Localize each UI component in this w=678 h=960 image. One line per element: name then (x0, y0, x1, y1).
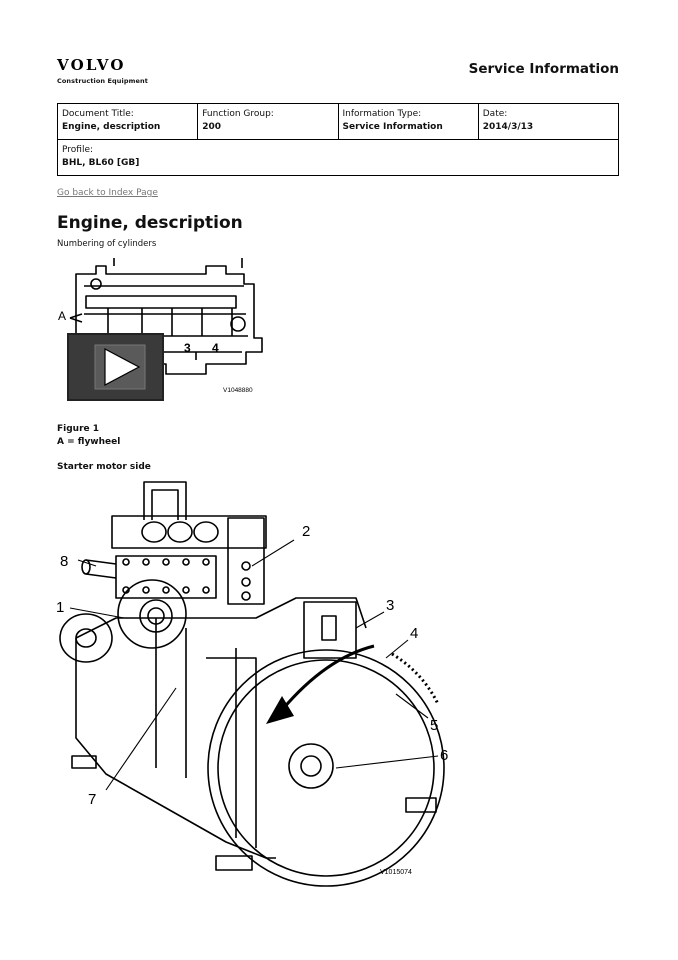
information-type-cell: Information Type: Service Information (337, 104, 478, 139)
brand-subtitle: Construction Equipment (57, 77, 148, 85)
figure1-caption: Figure 1 A = flywheel (57, 423, 120, 449)
callout-3: 3 (386, 597, 394, 614)
callout-4: 4 (410, 625, 418, 642)
document-title-label: Document Title: (62, 109, 134, 119)
back-to-index-link[interactable]: Go back to Index Page (57, 188, 158, 198)
starter-motor-side-figure: 2 3 4 5 6 7 8 1 V1015074 (56, 481, 448, 887)
section-title: Starter motor side (57, 462, 151, 472)
document-title-cell: Document Title: Engine, description (58, 104, 197, 139)
cylinder-number: 3 (184, 341, 191, 355)
function-group-label: Function Group: (202, 109, 274, 119)
page-title: Engine, description (57, 213, 243, 233)
profile-label: Profile: (62, 145, 94, 155)
callout-5: 5 (430, 717, 438, 734)
document-info-table: Document Title: Engine, description Func… (57, 103, 619, 176)
function-group-value: 200 (202, 122, 222, 132)
cylinder-number: 4 (212, 341, 219, 355)
figure1-caption-title: Figure 1 (57, 424, 100, 434)
callout-1: 1 (56, 599, 64, 616)
play-icon[interactable] (69, 335, 162, 399)
document-info-row: Document Title: Engine, description Func… (58, 104, 618, 139)
figure1-intro: Numbering of cylinders (57, 239, 157, 249)
brand-name: VOLVO (57, 56, 126, 74)
figure1-caption-text: A = flywheel (57, 437, 121, 447)
date-cell: Date: 2014/3/13 (477, 104, 618, 139)
profile-cell: Profile: BHL, BL60 [GB] (58, 140, 618, 175)
function-group-cell: Function Group: 200 (197, 104, 337, 139)
callout-8: 8 (60, 553, 68, 570)
information-type-label: Information Type: (342, 109, 422, 119)
document-title-value: Engine, description (62, 122, 161, 132)
flywheel-label-a: A (58, 309, 66, 323)
profile-row: Profile: BHL, BL60 [GB] (58, 139, 618, 175)
figure1-code: V1048880 (223, 387, 253, 394)
video-play-overlay[interactable] (67, 333, 164, 401)
callout-6: 6 (440, 747, 448, 764)
callout-2: 2 (302, 523, 310, 540)
callout-7: 7 (88, 791, 96, 808)
date-label: Date: (482, 109, 508, 119)
profile-value: BHL, BL60 [GB] (62, 158, 140, 168)
figure2-code: V1015074 (380, 869, 412, 876)
information-type-value: Service Information (342, 122, 443, 132)
date-value: 2014/3/13 (482, 122, 534, 132)
header-title: Service Information (468, 61, 619, 77)
volvo-logo: VOLVO Construction Equipment (57, 56, 148, 85)
